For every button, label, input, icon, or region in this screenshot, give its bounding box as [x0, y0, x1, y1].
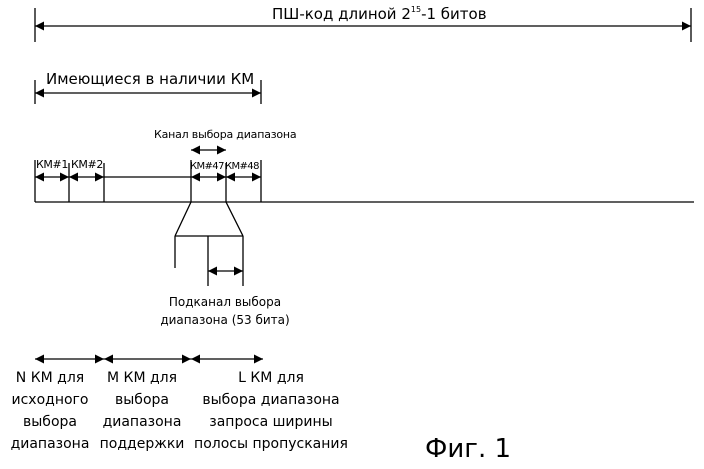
code-length-label-exponent: 15: [411, 5, 421, 14]
group-l-label: L КМ для выбора диапазона запроса ширины…: [188, 367, 354, 455]
group-l-line3: запроса ширины: [188, 411, 354, 433]
slot-label-km2: КМ#2: [71, 159, 103, 170]
group-m-label: М КМ для выбора диапазона поддержки: [92, 367, 192, 455]
code-length-label-main: ПШ-код длиной 2: [272, 5, 411, 23]
subchannel-label: Подканал выбора диапазона (53 бита): [150, 293, 300, 329]
group-m-line2: выбора: [92, 389, 192, 411]
subchannel-label-line1: Подканал выбора: [150, 293, 300, 311]
range-channel-label: Канал выбора диапазона: [154, 129, 296, 140]
available-km-label: Имеющиеся в наличии КМ: [46, 72, 254, 87]
group-l-line1: L КМ для: [188, 367, 354, 389]
subchannel-label-line2: диапазона (53 бита): [150, 311, 300, 329]
expansion-box: [175, 202, 243, 286]
group-l-line4: полосы пропускания: [188, 433, 354, 455]
group-m-line3: диапазона: [92, 411, 192, 433]
slot-label-km1: КМ#1: [36, 159, 68, 170]
group-n-line4: диапазона: [0, 433, 100, 455]
slot-timeline: [35, 160, 694, 202]
code-length-label-tail: -1 битов: [421, 5, 486, 23]
group-n-line1: N КМ для: [0, 367, 100, 389]
group-m-line1: М КМ для: [92, 367, 192, 389]
group-l-line2: выбора диапазона: [188, 389, 354, 411]
group-m-line4: поддержки: [92, 433, 192, 455]
code-length-label: ПШ-код длиной 215-1 битов: [272, 6, 487, 22]
group-n-line3: выбора: [0, 411, 100, 433]
group-n-label: N КМ для исходного выбора диапазона: [0, 367, 100, 455]
group-n-line2: исходного: [0, 389, 100, 411]
slot-label-km47: КМ#47: [190, 162, 224, 172]
slot-label-km48: КМ#48: [225, 162, 259, 172]
figure-caption: Фиг. 1: [425, 436, 511, 462]
